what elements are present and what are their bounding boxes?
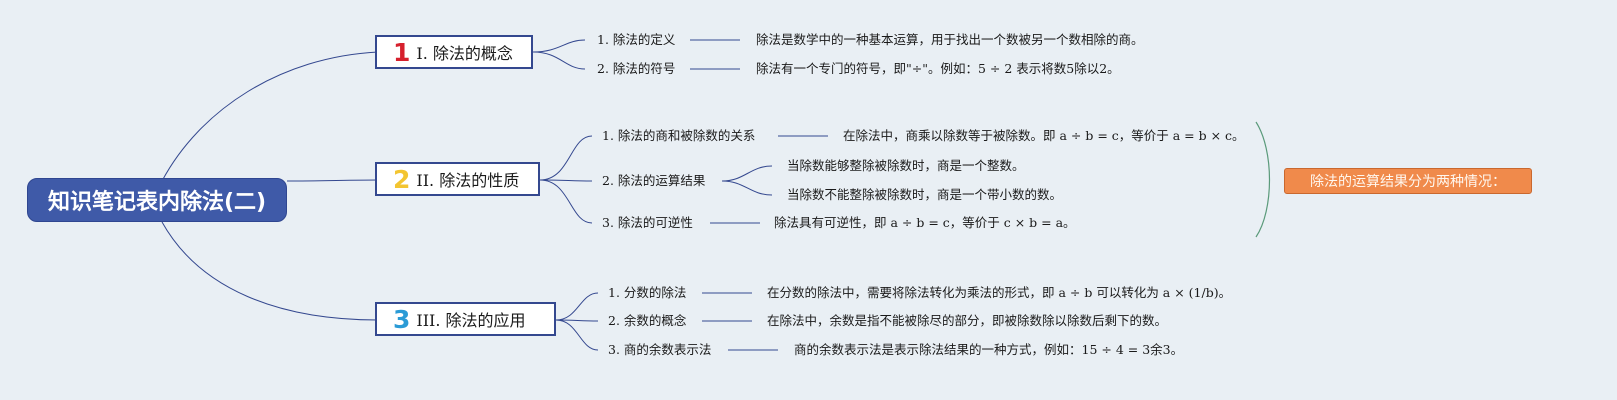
- connector-b2-item2: [539, 179, 593, 182]
- root-node[interactable]: 知识笔记表内除法(二): [27, 178, 287, 222]
- root-title: 知识笔记表内除法(二): [47, 190, 267, 215]
- item-label: 2. 除法的符号: [597, 61, 676, 76]
- item-detail: 当除数能够整除被除数时，商是一个整数。: [787, 158, 1025, 173]
- connector-b1-item1: [532, 39, 586, 53]
- item-detail: 除法是数学中的一种基本运算，用于找出一个数被另一个数相除的商。: [756, 32, 1144, 47]
- summary-note-text: 除法的运算结果分为两种情况：: [1310, 174, 1506, 190]
- item-label: 3. 商的余数表示法: [608, 342, 712, 357]
- item-detail: 在除法中，商乘以除数等于被除数。即 a ÷ b = c，等价于 a = b × …: [843, 128, 1245, 143]
- item-label: 1. 分数的除法: [608, 285, 687, 300]
- connector-b1-item2: [532, 51, 586, 70]
- item-label: 2. 除法的运算结果: [602, 173, 706, 188]
- branch-node-3[interactable]: 3 III. 除法的应用: [375, 302, 556, 336]
- item-detail: 除法有一个专门的符号，即"÷"。例如：5 ÷ 2 表示将数5除以2。: [756, 61, 1120, 76]
- branch-title: I. 除法的概念: [416, 44, 513, 63]
- connector-b2-detail2a: [721, 165, 773, 182]
- connector-root-branch3: [161, 221, 379, 321]
- connector-b3-item3: [555, 319, 599, 351]
- connector-b2-item1: [539, 135, 593, 181]
- item-label: 1. 除法的定义: [597, 32, 676, 47]
- summary-note[interactable]: 除法的运算结果分为两种情况：: [1284, 168, 1532, 194]
- number-three-icon: 3: [393, 304, 411, 334]
- item-label: 3. 除法的可逆性: [602, 215, 693, 230]
- branch-title: II. 除法的性质: [416, 171, 520, 190]
- item-detail: 在除法中，余数是指不能被除尽的部分，即被除数除以除数后剩下的数。: [767, 313, 1168, 328]
- item-label: 1. 除法的商和被除数的关系: [602, 128, 756, 143]
- item-detail: 商的余数表示法是表示除法结果的一种方式，例如：15 ÷ 4 = 3余3。: [794, 342, 1184, 357]
- number-two-icon: 2: [393, 164, 411, 194]
- item-detail: 当除数不能整除被除数时，商是一个带小数的数。: [787, 187, 1063, 202]
- bracket-summary: [1255, 121, 1271, 238]
- connector-root-branch2: [286, 179, 379, 182]
- branch-title: III. 除法的应用: [416, 311, 526, 330]
- item-detail: 在分数的除法中，需要将除法转化为乘法的形式，即 a ÷ b 可以转化为 a × …: [767, 285, 1232, 300]
- connector-b2-detail2b: [721, 180, 773, 196]
- item-detail: 除法具有可逆性，即 a ÷ b = c，等价于 c × b = a。: [774, 215, 1076, 230]
- number-one-icon: 1: [393, 37, 411, 67]
- connector-b3-item1: [555, 292, 599, 321]
- item-label: 2. 余数的概念: [608, 313, 687, 328]
- branch-node-2[interactable]: 2 II. 除法的性质: [375, 162, 540, 196]
- connector-root-branch1: [161, 51, 379, 182]
- branch-node-1[interactable]: 1 I. 除法的概念: [375, 35, 533, 69]
- connector-b2-item3: [539, 179, 593, 224]
